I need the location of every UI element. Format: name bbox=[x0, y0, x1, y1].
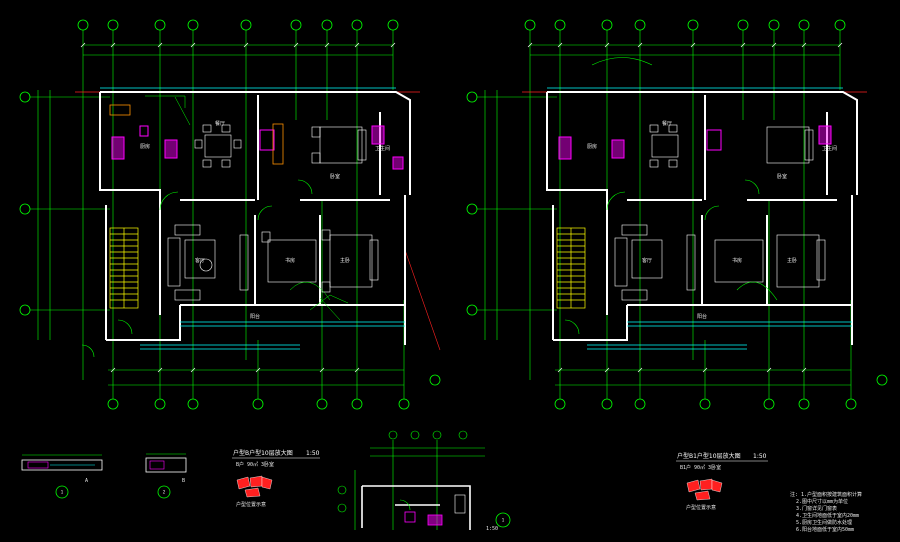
room-labels-left: 厨房 餐厅 卧室 客厅 书房 主卧 卫生间 阳台 bbox=[140, 120, 390, 320]
key-plan-left bbox=[236, 475, 273, 498]
key-plan-right bbox=[686, 478, 723, 501]
dimension-ticks-left bbox=[80, 42, 396, 373]
room-label: 主卧 bbox=[787, 257, 797, 264]
dimension-lines-left bbox=[30, 30, 405, 399]
room-label: 卧室 bbox=[330, 173, 340, 180]
detail-enlarged-center: 1 1:50 bbox=[337, 430, 511, 532]
door-swings-left bbox=[81, 179, 313, 358]
plan-left: 厨房 餐厅 卧室 客厅 书房 主卧 卫生间 阳台 bbox=[19, 19, 441, 410]
left-axis-bubbles-left bbox=[19, 91, 31, 316]
note-line: 3.门窗详见门窗表 bbox=[796, 505, 837, 512]
note-line: 注: 1.户型面积按建筑面积计算 bbox=[790, 491, 862, 498]
drawing-subtitle: B户 90㎡ 3卧室 bbox=[236, 461, 274, 468]
room-label: 厨房 bbox=[140, 143, 150, 150]
drawing-scale: 1:50 bbox=[753, 453, 767, 460]
room-label: 餐厅 bbox=[215, 120, 225, 127]
key-plan-label: 户型位置示意 bbox=[686, 504, 716, 511]
title-block-right: 户型B1户型10层放大图 1:50 B1户 90㎡ 3卧室 户型位置示意 bbox=[676, 452, 768, 511]
detail-label: A bbox=[85, 478, 88, 484]
room-label: 卫生间 bbox=[822, 145, 837, 152]
detail-marker: 1 bbox=[61, 490, 64, 496]
room-label: 书房 bbox=[732, 257, 742, 264]
note-line: 4.卫生间地面低于室内20mm bbox=[796, 512, 859, 519]
room-label: 书房 bbox=[285, 257, 295, 264]
room-label: 卧室 bbox=[777, 173, 787, 180]
drawing-subtitle: B1户 90㎡ 3卧室 bbox=[680, 464, 721, 471]
detail-marker: 1 bbox=[502, 518, 505, 524]
room-label: 阳台 bbox=[250, 313, 260, 320]
room-label: 主卧 bbox=[340, 257, 350, 264]
bedroom-furniture-left bbox=[261, 126, 379, 293]
room-label: 卫生间 bbox=[375, 145, 390, 152]
room-label: 餐厅 bbox=[662, 120, 672, 127]
wet-area-fixtures-left bbox=[111, 125, 404, 170]
top-axis-bubbles-left bbox=[77, 19, 399, 31]
walls-left bbox=[99, 91, 411, 345]
drawing-scale: 1:50 bbox=[306, 450, 320, 457]
detail-marker: 2 bbox=[163, 490, 166, 496]
detail-section-2: 2 B bbox=[145, 453, 187, 499]
room-label: 客厅 bbox=[642, 257, 652, 264]
detail-section-1: 1 A bbox=[21, 454, 103, 499]
title-block-left: 户型B户型10层放大图 1:50 B户 90㎡ 3卧室 户型位置示意 bbox=[232, 449, 320, 508]
detail-label: B bbox=[182, 478, 185, 484]
plan-right: 厨房 餐厅 卧室 客厅 书房 主卧 卫生间 阳台 bbox=[466, 19, 888, 410]
note-line: 5.厨房卫生间做防水处理 bbox=[796, 519, 852, 526]
bottom-axis-bubbles-left bbox=[107, 374, 441, 410]
note-line: 6.阳台地面低于室内50mm bbox=[796, 526, 854, 533]
room-label: 客厅 bbox=[195, 257, 205, 264]
detail-scale: 1:50 bbox=[486, 526, 498, 532]
windows-left bbox=[100, 87, 405, 350]
drawing-title: 户型B户型10层放大图 bbox=[233, 449, 293, 457]
note-line: 2.图中尺寸以mm为单位 bbox=[796, 498, 848, 505]
room-label: 厨房 bbox=[587, 143, 597, 150]
living-furniture-left bbox=[167, 224, 249, 301]
dining-set-left bbox=[194, 124, 242, 168]
drawing-title: 户型B1户型10层放大图 bbox=[677, 452, 741, 460]
stair-left bbox=[109, 227, 139, 309]
notes-block: 注: 1.户型面积按建筑面积计算 2.图中尺寸以mm为单位 3.门窗详见门窗表 … bbox=[790, 491, 862, 533]
key-plan-label: 户型位置示意 bbox=[236, 501, 266, 508]
room-label: 阳台 bbox=[697, 313, 707, 320]
